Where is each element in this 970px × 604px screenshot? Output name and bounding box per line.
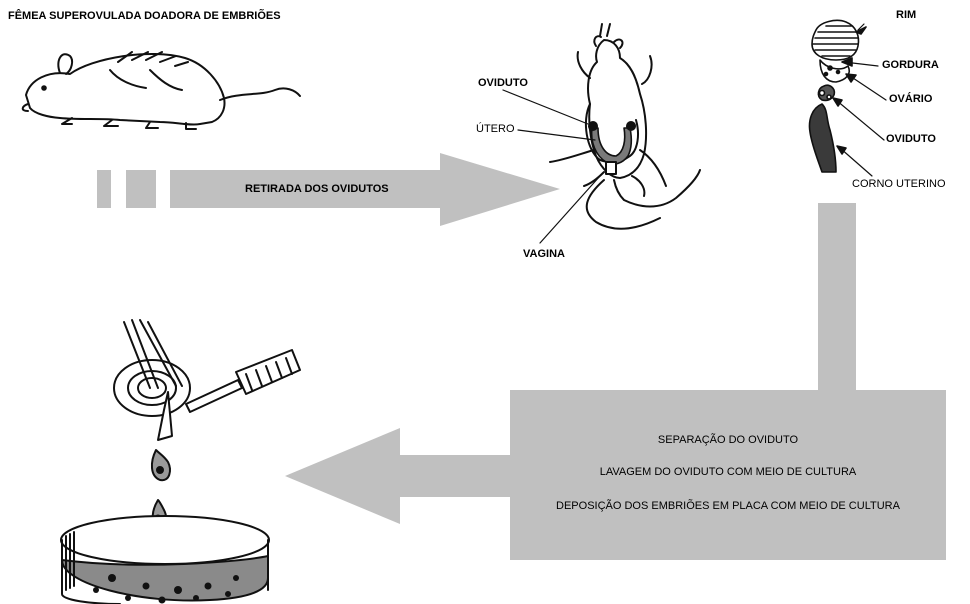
label-vagina: VAGINA — [523, 248, 565, 260]
arrow-oviduct-processing — [285, 203, 946, 560]
label-gordura: GORDURA — [882, 59, 939, 71]
label-ovario: OVÁRIO — [889, 93, 933, 105]
label-corno-uterino: CORNO UTERINO — [852, 178, 946, 190]
step-lavagem: LAVAGEM DO OVIDUTO COM MEIO DE CULTURA — [599, 466, 857, 478]
dissected-mouse-illustration — [502, 23, 701, 244]
diagram-title: FÊMEA SUPEROVULADA DOADORA DE EMBRIÕES — [8, 10, 281, 22]
oviduct-flushing-illustration — [113, 319, 301, 528]
arrow-label-retirada: RETIRADA DOS OVIDUTOS — [245, 183, 389, 195]
reproductive-tract-illustration — [808, 19, 887, 177]
step-deposicao: DEPOSIÇÃO DOS EMBRIÕES EM PLACA COM MEIO… — [556, 500, 900, 512]
label-rim: RIM — [896, 9, 917, 21]
label-oviduto-mouse: OVIDUTO — [478, 77, 528, 89]
label-utero: ÚTERO — [476, 123, 515, 135]
donor-mouse-illustration — [21, 51, 301, 130]
arrow-oviduct-removal — [97, 153, 560, 226]
petri-dish-illustration — [60, 515, 270, 604]
step-separacao: SEPARAÇÃO DO OVIDUTO — [657, 434, 799, 446]
label-oviduto-organ: OVIDUTO — [886, 133, 936, 145]
